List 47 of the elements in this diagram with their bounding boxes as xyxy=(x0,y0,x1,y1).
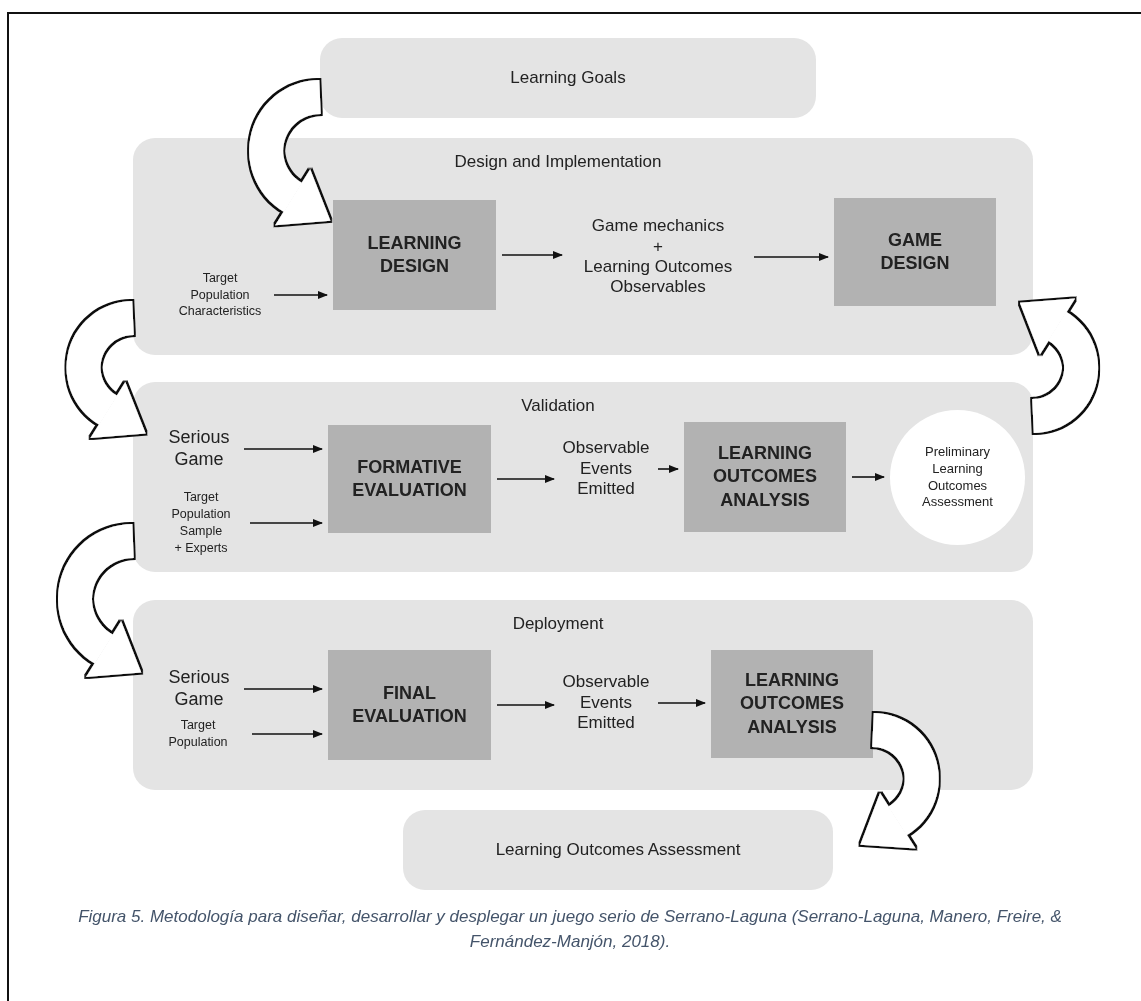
stage-panel xyxy=(403,810,833,890)
stage-panel xyxy=(133,382,1033,572)
arrow xyxy=(496,701,555,709)
input-label: Target Population Sample xyxy=(170,489,232,540)
input-label: + Experts xyxy=(174,539,228,557)
arrow xyxy=(851,473,885,481)
process-box xyxy=(328,425,491,533)
arrow xyxy=(501,251,563,259)
process-box xyxy=(834,198,996,306)
flow-text: Learning Outcomes Observables xyxy=(582,257,734,298)
stage-panel xyxy=(133,600,1033,790)
box-label: LEARNING OUTCOMES ANALYSIS xyxy=(739,668,845,739)
panel-heading: Design and Implementation xyxy=(454,152,663,172)
arrow xyxy=(243,685,323,693)
box-label: FORMATIVE EVALUATION xyxy=(351,455,468,502)
arrow xyxy=(251,730,323,738)
box-label: FINAL EVALUATION xyxy=(351,681,468,728)
panel-heading: Deployment xyxy=(512,614,605,634)
arrow xyxy=(496,475,555,483)
circle-label: Preliminary Learning Outcomes Assessment xyxy=(921,443,994,512)
stage-panel xyxy=(133,138,1033,355)
box-label: LEARNING OUTCOMES ANALYSIS xyxy=(712,441,818,512)
panel-heading: Validation xyxy=(521,396,596,416)
input-label: Target Population xyxy=(167,717,229,751)
flow-text: Observable Events Emitted xyxy=(561,438,651,500)
flow-text: Game mechanics xyxy=(591,216,725,237)
panel-label: Learning Outcomes Assessment xyxy=(495,840,741,860)
panel-label: Learning Goals xyxy=(510,68,626,88)
process-box xyxy=(333,200,496,310)
process-box xyxy=(328,650,491,760)
box-label: LEARNING DESIGN xyxy=(366,231,463,278)
input-label: Serious Game xyxy=(167,427,231,471)
flow-text: + xyxy=(653,236,663,257)
arrow xyxy=(249,519,323,527)
input-label: Target Population Characteristics xyxy=(177,269,263,321)
arrow xyxy=(657,699,706,707)
arrow xyxy=(273,291,328,299)
arrow xyxy=(753,253,829,261)
flow-text: Observable Events Emitted xyxy=(561,672,651,734)
box-label: GAME DESIGN xyxy=(879,228,951,275)
figure-caption: Figura 5. Metodología para diseñar, desarrollar y desplegar un juego serio de Serrano-Laguna (Serrano-Laguna, Manero, Freire, & Fernández-Manjón, 2018). xyxy=(77,906,1063,953)
process-box xyxy=(711,650,873,758)
arrow xyxy=(243,445,323,453)
input-label: Serious Game xyxy=(167,667,231,711)
process-box xyxy=(684,422,846,532)
arrow xyxy=(657,465,679,473)
stage-panel xyxy=(320,38,816,118)
